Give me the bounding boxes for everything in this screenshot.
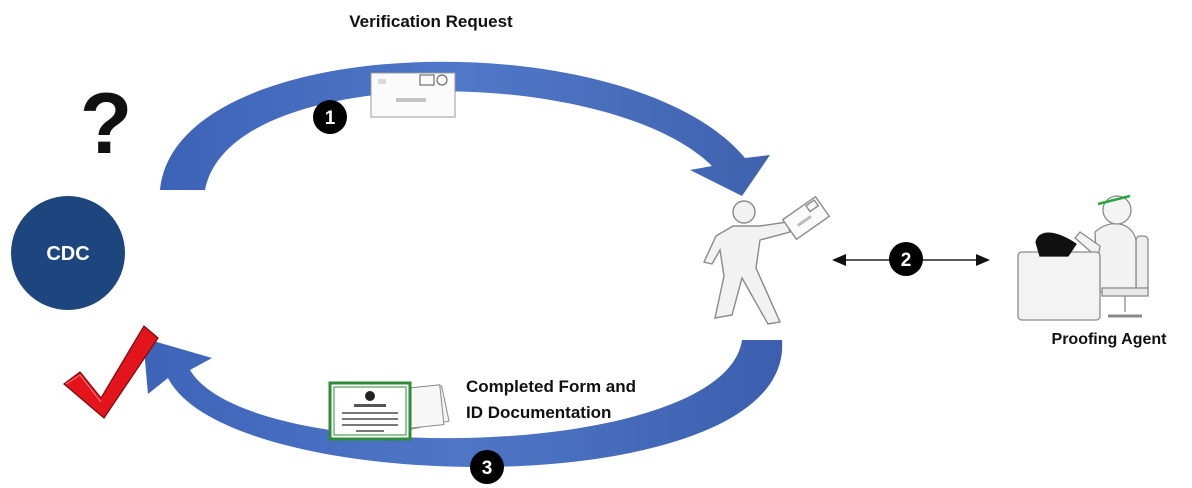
completed-form-label-line1: Completed Form and: [466, 377, 636, 396]
verification-request-label: Verification Request: [349, 12, 513, 31]
step-1-badge: 1: [313, 100, 347, 134]
envelope-icon: [370, 72, 456, 118]
desk-agent-icon: [1017, 194, 1149, 321]
question-mark-icon: ?: [80, 76, 133, 172]
walking-person-icon: [703, 195, 831, 325]
step-2-number: 2: [901, 250, 912, 271]
step-3-number: 3: [482, 458, 493, 479]
proofing-agent-label: Proofing Agent: [1052, 331, 1168, 348]
completed-form-label-line2: ID Documentation: [466, 403, 611, 422]
cdc-label: CDC: [46, 243, 89, 265]
certificate-icon: [328, 381, 450, 441]
bottom-curved-arrow: [143, 338, 783, 467]
step-1-number: 1: [325, 108, 336, 129]
step-3-badge: 3: [470, 450, 504, 484]
top-curved-arrow: [160, 61, 770, 196]
step-2-badge: 2: [889, 242, 923, 276]
cdc-node: CDC: [11, 196, 125, 310]
checkmark-icon: [63, 325, 159, 419]
